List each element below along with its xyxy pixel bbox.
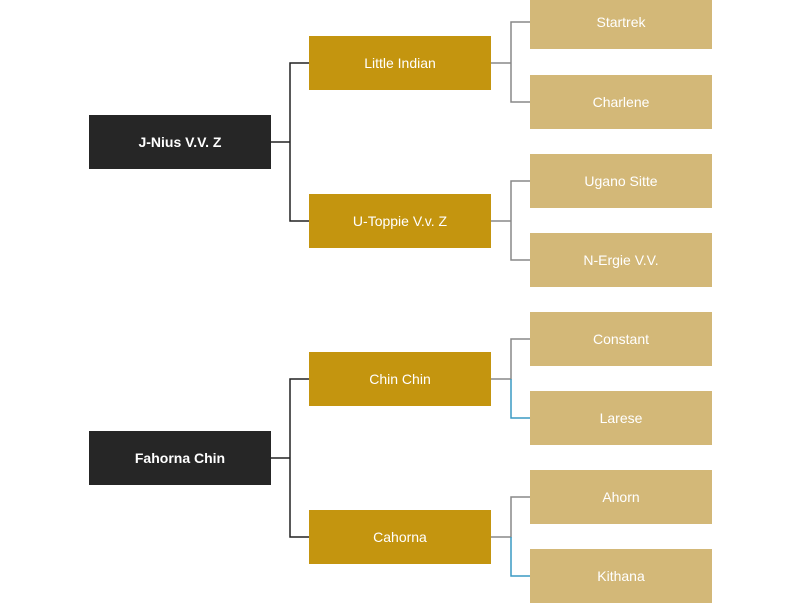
grandparent-name: Startrek [596, 14, 646, 30]
connector-parent-3-sire [491, 338, 530, 380]
grandparent-node: Charlene [530, 75, 712, 129]
grandparent-name: Constant [592, 331, 650, 347]
grandparent-name: Ugano Sitte [584, 173, 658, 189]
connector-parent-4-dam [510, 537, 530, 577]
root-node: J-Nius V.V. Z [89, 115, 271, 169]
parent-node: U-Toppie V.v. Z [309, 194, 491, 248]
grandparent-node: N-Ergie V.V. [530, 233, 712, 287]
grandparent-node: Ugano Sitte [530, 154, 712, 208]
grandparent-name: Ahorn [602, 489, 640, 505]
root-name: J-Nius V.V. Z [138, 134, 222, 150]
parent-name: U-Toppie V.v. Z [352, 213, 448, 229]
connector-root-2 [271, 378, 309, 538]
connector-parent-1 [491, 21, 530, 103]
root-name: Fahorna Chin [134, 450, 226, 466]
grandparent-node: Ahorn [530, 470, 712, 524]
parent-name: Little Indian [364, 55, 436, 71]
parent-node: Chin Chin [309, 352, 491, 406]
parent-node: Little Indian [309, 36, 491, 90]
connector-parent-2 [491, 180, 530, 261]
root-node: Fahorna Chin [89, 431, 271, 485]
grandparent-node: Constant [530, 312, 712, 366]
grandparent-node: Larese [530, 391, 712, 445]
grandparent-node: Startrek [530, 0, 712, 49]
grandparent-name: Larese [599, 410, 643, 426]
grandparent-name: Kithana [597, 568, 645, 584]
parent-name: Cahorna [373, 529, 427, 545]
parent-node: Cahorna [309, 510, 491, 564]
grandparent-name: N-Ergie V.V. [583, 252, 659, 268]
connector-parent-3-dam [510, 379, 530, 419]
connector-parent-4-sire [491, 496, 530, 538]
grandparent-node: Kithana [530, 549, 712, 603]
parent-name: Chin Chin [369, 371, 431, 387]
connector-root-1 [271, 62, 309, 222]
grandparent-name: Charlene [592, 94, 650, 110]
